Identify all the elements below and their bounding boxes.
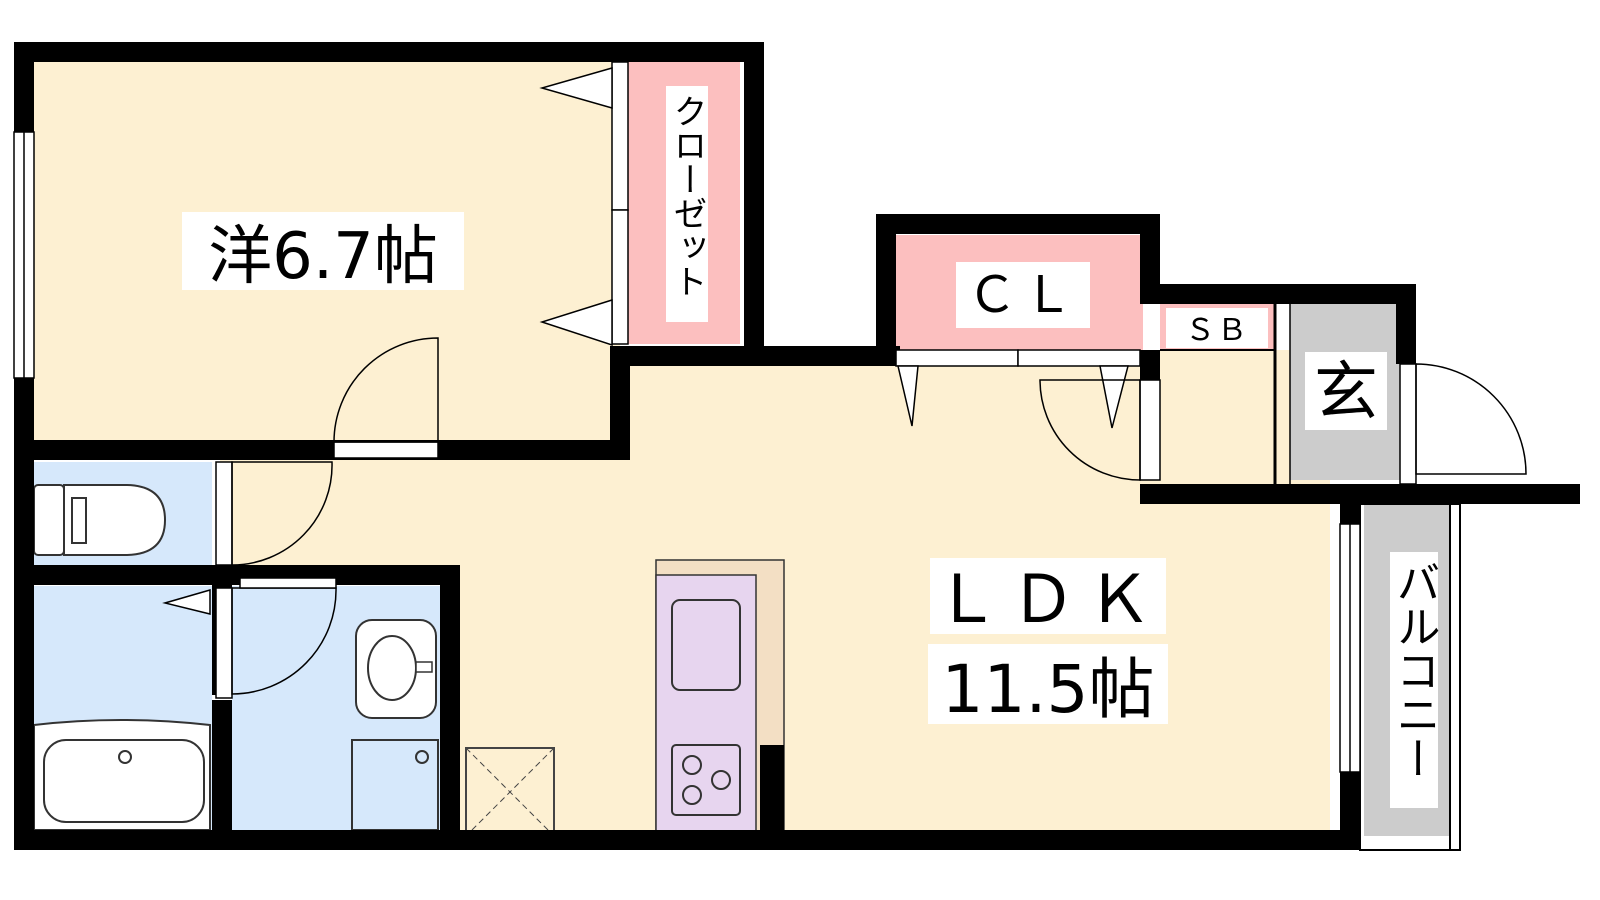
front-door (1399, 363, 1527, 485)
closet-name: クローゼット (667, 94, 707, 298)
ldk-label: ＬＤＫ 11.5帖 (928, 558, 1168, 728)
ldk-entry-door (1039, 379, 1161, 481)
cl-sliding-door (895, 349, 1141, 367)
bathtub-drain (118, 750, 132, 764)
kitchen-sink (671, 599, 741, 691)
closet-label: クローゼット (666, 86, 708, 322)
toilet-door (215, 461, 333, 566)
entrance-name: 玄 (1314, 356, 1378, 430)
burner-icon (711, 770, 731, 790)
entrance-label: 玄 (1305, 352, 1387, 430)
corridor-floor (220, 440, 460, 580)
toilet-tank (33, 484, 65, 556)
cl-label: ＣＬ (956, 262, 1090, 328)
balcony-label: バルコニー (1389, 552, 1440, 808)
walls (14, 42, 1580, 850)
sb-label: ＳＢ (1166, 308, 1268, 348)
burner-icon (682, 785, 702, 805)
burner-icon (682, 755, 702, 775)
cl-name: ＣＬ (967, 266, 1079, 324)
washing-machine-cross (465, 747, 555, 837)
bathtub-basin (43, 739, 205, 823)
door-arrow-icons (162, 67, 1129, 615)
western-room-label: 洋6.7帖 (182, 212, 464, 294)
kitchen-wall-stub (760, 745, 784, 840)
toilet-seat-hinge (71, 497, 87, 544)
washroom-door (215, 577, 337, 699)
stove-top (671, 744, 741, 816)
closet-sliding-door (611, 61, 629, 345)
shower-drain (415, 750, 429, 764)
sb-lower-floor (1150, 350, 1275, 480)
windows (13, 131, 1361, 773)
western-room-name: 洋6.7帖 (208, 220, 438, 294)
toilet-bowl-icon (63, 484, 167, 556)
ldk-upper-floor (610, 350, 1150, 490)
balcony-name: バルコニー (1389, 560, 1440, 780)
sb-name: ＳＢ (1185, 313, 1249, 348)
ldk-name: ＬＤＫ (934, 561, 1162, 638)
ldk-size: 11.5帖 (942, 651, 1155, 728)
western-room-door (333, 337, 439, 459)
washbasin-faucet (415, 661, 433, 673)
